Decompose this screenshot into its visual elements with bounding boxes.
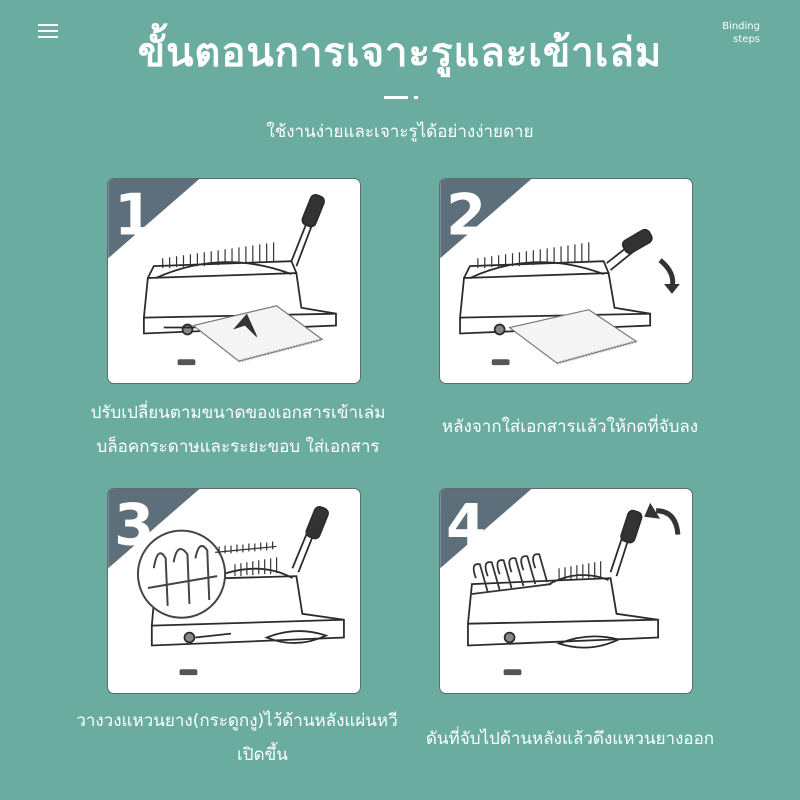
- step-2-caption-line1: หลังจากใส่เอกสารแล้วให้กดที่จับลง: [441, 417, 699, 437]
- corner-label: Binding steps: [690, 20, 760, 46]
- step-badge: [440, 489, 532, 569]
- step-1-card: 1: [107, 178, 361, 384]
- step-3-illustration: 3: [108, 489, 345, 676]
- title-divider: [384, 96, 408, 99]
- title-divider-dot: [414, 96, 418, 99]
- opened-comb-rings-icon: [471, 553, 552, 595]
- corner-label-line2: steps: [733, 34, 760, 45]
- machine-foot: [177, 359, 196, 366]
- binding-machine-icon: [142, 194, 337, 336]
- step-2-illustration: 2: [440, 179, 680, 366]
- menu-icon[interactable]: [38, 22, 60, 40]
- corner-label-line1: Binding: [722, 21, 760, 32]
- step-3-caption-line2: เปิดขึ้น: [237, 745, 288, 765]
- comb-teeth: [234, 557, 278, 577]
- step-4-caption: ดันที่จับไปด้านหลังแล้วดึงแหวนยางออก: [410, 722, 730, 756]
- step-1-illustration: 1: [108, 179, 337, 366]
- step-number: 1: [114, 181, 154, 248]
- arrow-head: [664, 283, 680, 294]
- arrow-pull-back-icon: [655, 508, 681, 535]
- machine-foot: [491, 359, 510, 366]
- comb-binding-spine: [215, 541, 277, 555]
- page-title: ขั้นตอนการเจาะรูและเข้าเล่ม: [137, 30, 663, 76]
- step-3-card: 3: [107, 488, 361, 694]
- step-4-illustration: 4: [440, 489, 681, 676]
- step-2-caption: หลังจากใส่เอกสารแล้วให้กดที่จับลง: [420, 410, 720, 444]
- step-3-caption-line1: วางวงแหวนยาง(กระดูกงู)ไว้ด้านหลังแผ่นหวี: [76, 711, 398, 731]
- step-number: 4: [446, 491, 486, 558]
- zoom-detail-circle: [136, 529, 227, 619]
- binding-machine-icon: [467, 509, 659, 649]
- binding-machine-icon: [459, 228, 653, 336]
- paper-sheet: [508, 309, 638, 364]
- step-badge: [108, 489, 200, 569]
- step-1-caption: ปรับเปลี่ยนตามขนาดของเอกสารเข้าเล่ม บล็อ…: [88, 396, 388, 464]
- page-subtitle: ใช้งานง่ายและเจาะรูได้อย่างง่ายดาย: [266, 122, 534, 142]
- comb-ring-icon: [147, 544, 218, 606]
- comb-teeth: [162, 242, 275, 269]
- step-4-card: 4: [439, 488, 693, 694]
- step-1-caption-line2: บล็อคกระดาษและระยะขอบ ใส่เอกสาร: [96, 437, 380, 457]
- step-4-caption-line1: ดันที่จับไปด้านหลังแล้วดึงแหวนยางออก: [425, 729, 715, 749]
- arrow-up-icon: [233, 313, 257, 338]
- step-1-caption-line1: ปรับเปลี่ยนตามขนาดของเอกสารเข้าเล่ม: [90, 403, 386, 423]
- machine-foot: [179, 669, 198, 676]
- step-3-caption: วางวงแหวนยาง(กระดูกงู)ไว้ด้านหลังแผ่นหวี…: [62, 704, 412, 772]
- comb-teeth: [558, 561, 602, 581]
- machine-foot: [503, 669, 522, 676]
- arrow-press-down-icon: [658, 258, 676, 289]
- comb-teeth: [477, 242, 590, 269]
- step-2-card: 2: [439, 178, 693, 384]
- step-number: 2: [446, 181, 486, 248]
- paper-perforation: [556, 339, 637, 365]
- arrow-head: [644, 502, 661, 519]
